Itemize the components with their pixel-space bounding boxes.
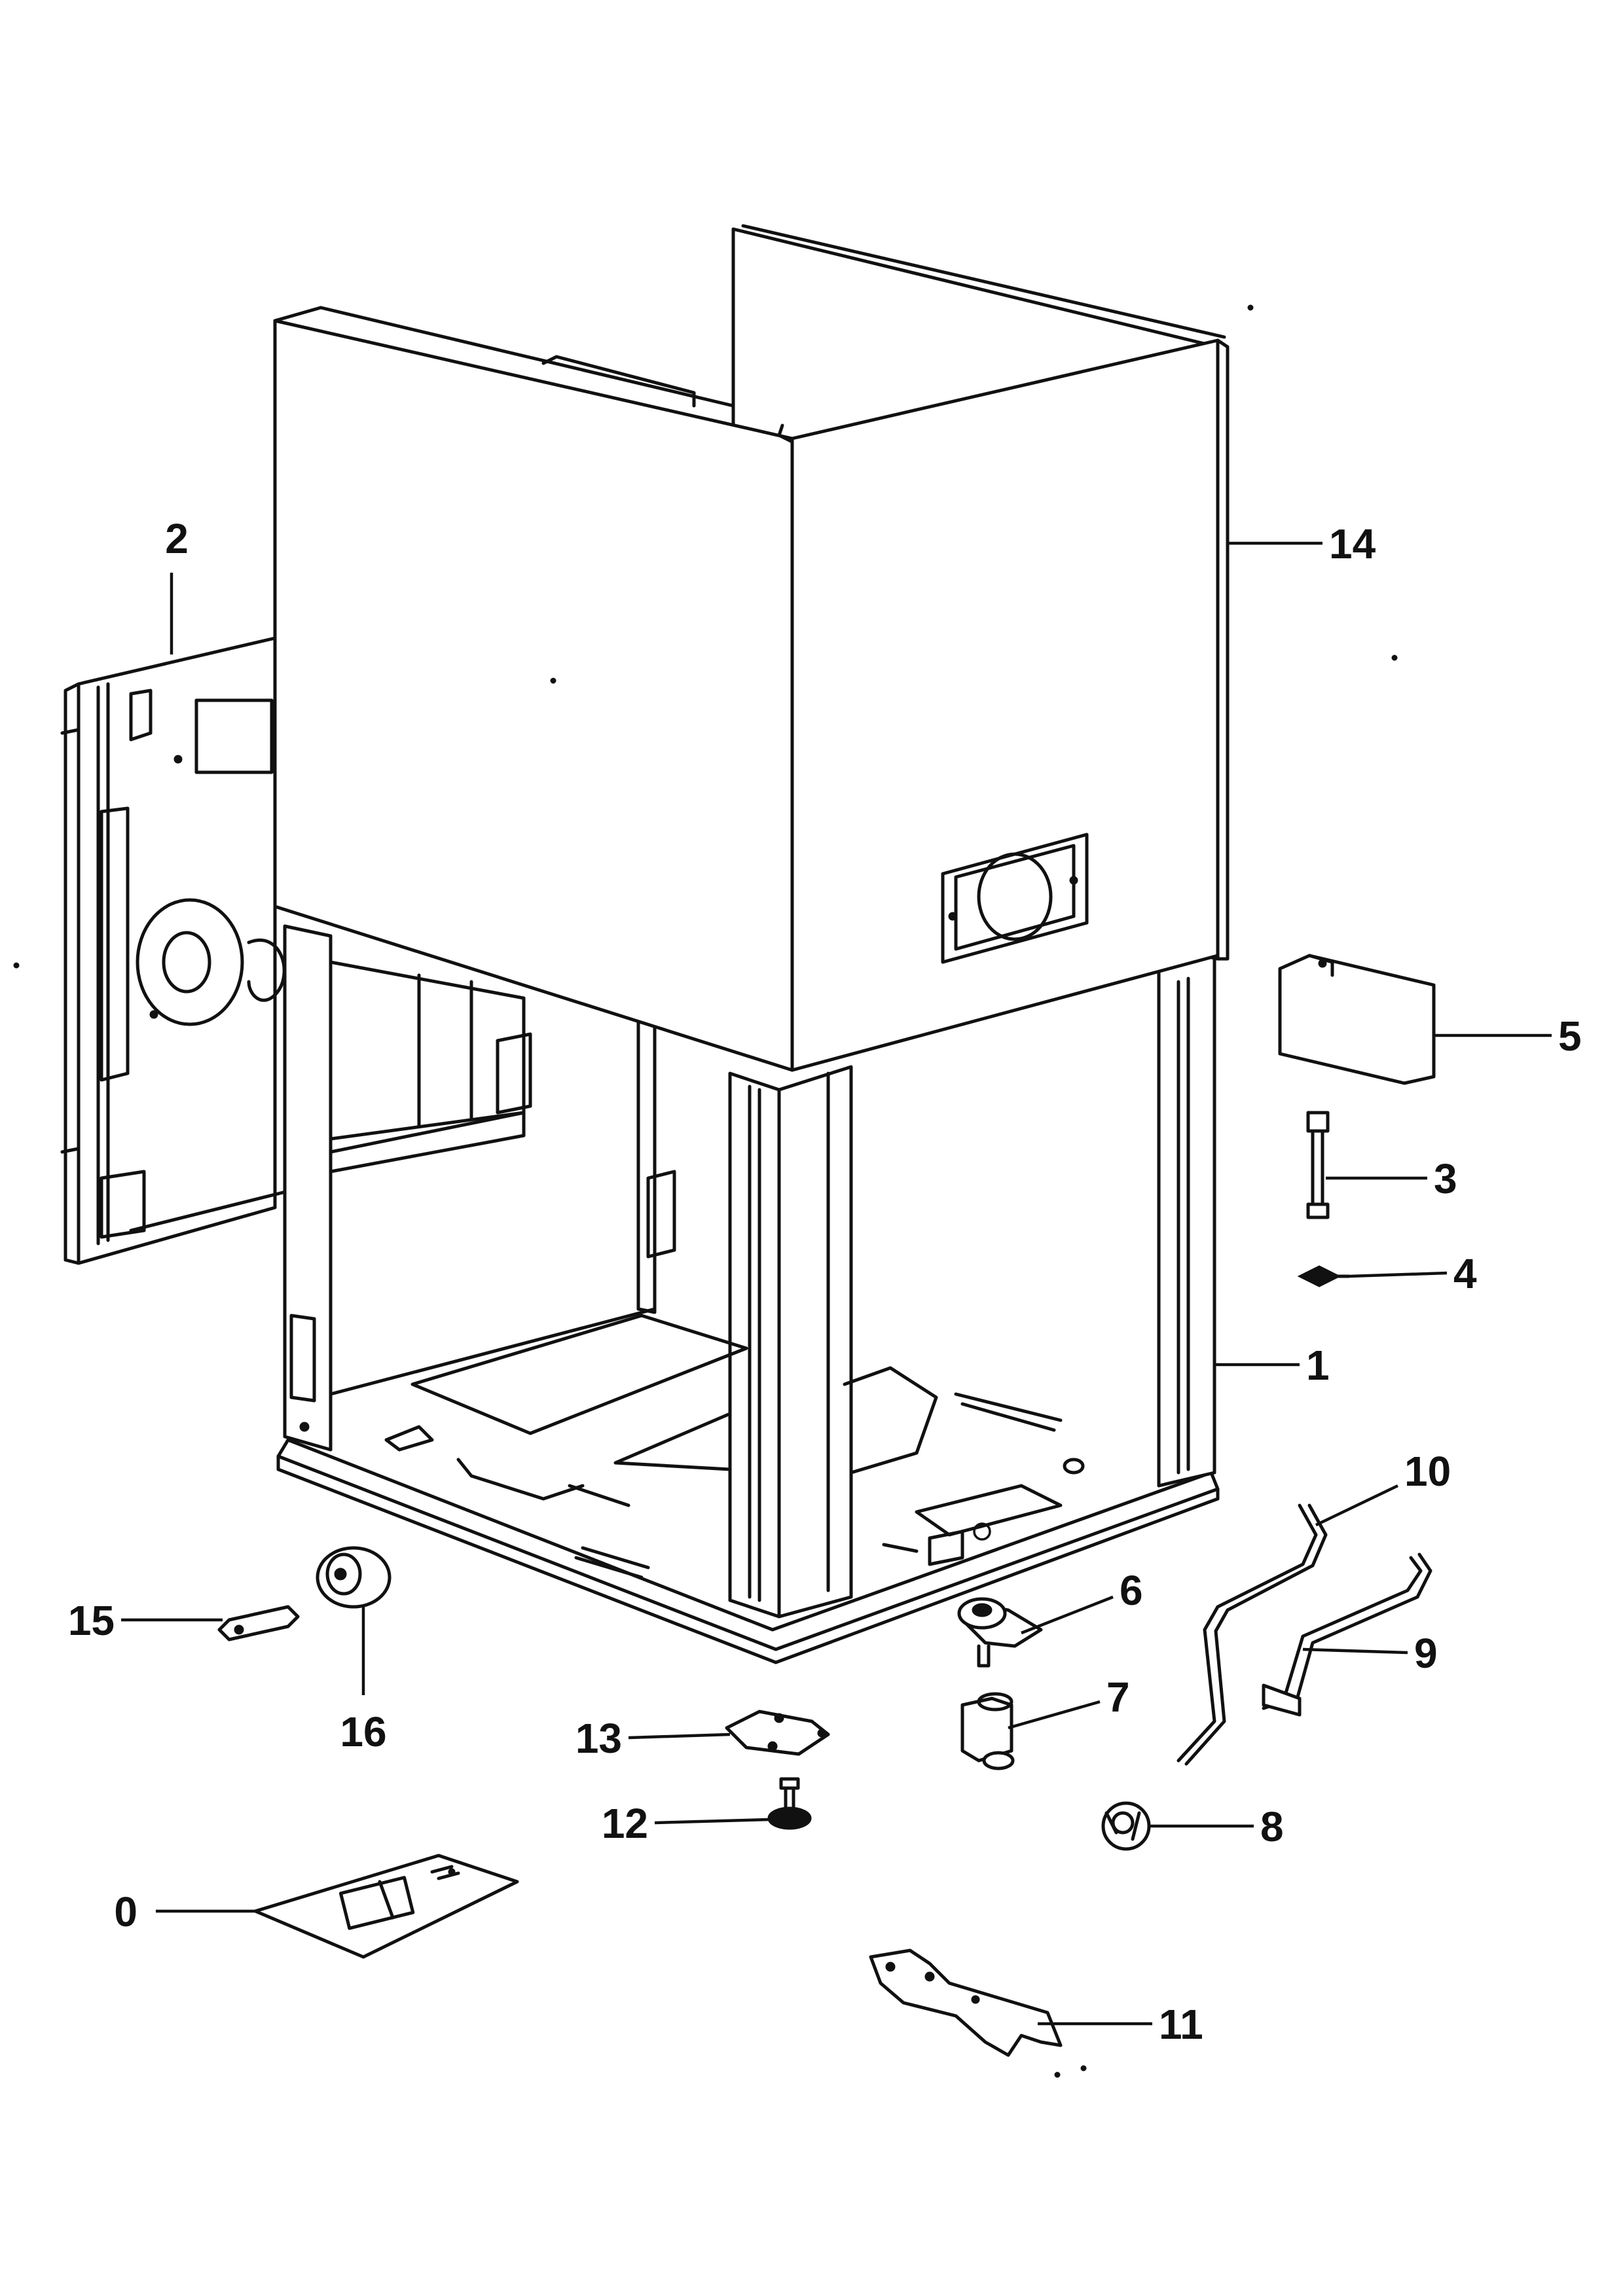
callout-16: 16 [340, 1708, 386, 1755]
callout-6: 6 [1120, 1567, 1143, 1614]
callout-9: 9 [1414, 1630, 1438, 1677]
callout-11: 11 [1159, 2001, 1203, 2048]
scan-specks [13, 304, 1398, 2078]
part-10-rod [1176, 1503, 1328, 1766]
part-3-bolt [1306, 1111, 1330, 1219]
callout-8: 8 [1260, 1803, 1284, 1850]
leader-13 [628, 1732, 731, 1740]
callout-15: 15 [68, 1597, 115, 1644]
callout-0: 0 [114, 1888, 137, 1935]
part-14-cabinet-shell [273, 224, 1230, 1072]
callout-7: 7 [1106, 1674, 1130, 1721]
leader-7 [1008, 1700, 1101, 1730]
callout-4: 4 [1453, 1250, 1477, 1297]
callout-1: 1 [1306, 1342, 1330, 1389]
leader-4 [1348, 1271, 1448, 1278]
part-1-base-frame [276, 924, 1220, 1664]
part-5-cover-plate [1278, 954, 1436, 1085]
callout-5: 5 [1558, 1013, 1582, 1060]
callout-10: 10 [1404, 1448, 1451, 1495]
callout-14: 14 [1329, 520, 1376, 567]
callout-3: 3 [1434, 1155, 1457, 1202]
part-9-bracket [1262, 1552, 1432, 1717]
leader-12 [654, 1818, 770, 1825]
callout-12: 12 [602, 1800, 648, 1847]
part-16-bushing [316, 1546, 392, 1609]
part-11-bracket-plate [869, 1948, 1063, 2057]
part-12-adjustable-foot [767, 1777, 812, 1830]
leader-10 [1315, 1484, 1398, 1527]
part-6-pivot-bracket [957, 1597, 1043, 1668]
part-0-label-card [253, 1854, 519, 1959]
callout-13: 13 [575, 1715, 622, 1762]
leader-9 [1302, 1647, 1408, 1655]
part-4-small-clip [1297, 1265, 1351, 1287]
part-2-side-panel [60, 636, 290, 1265]
callout-labels: 2 14 5 3 4 1 10 9 6 7 8 11 13 12 16 15 0 [68, 515, 1582, 2048]
part-15-small-clip [217, 1605, 300, 1641]
part-7-clamp [960, 1692, 1015, 1770]
callout-2: 2 [165, 515, 189, 562]
part-8-nut [1101, 1801, 1151, 1851]
leader-lines [121, 541, 1552, 2026]
part-13-gasket [725, 1710, 830, 1756]
leader-6 [1021, 1595, 1114, 1635]
